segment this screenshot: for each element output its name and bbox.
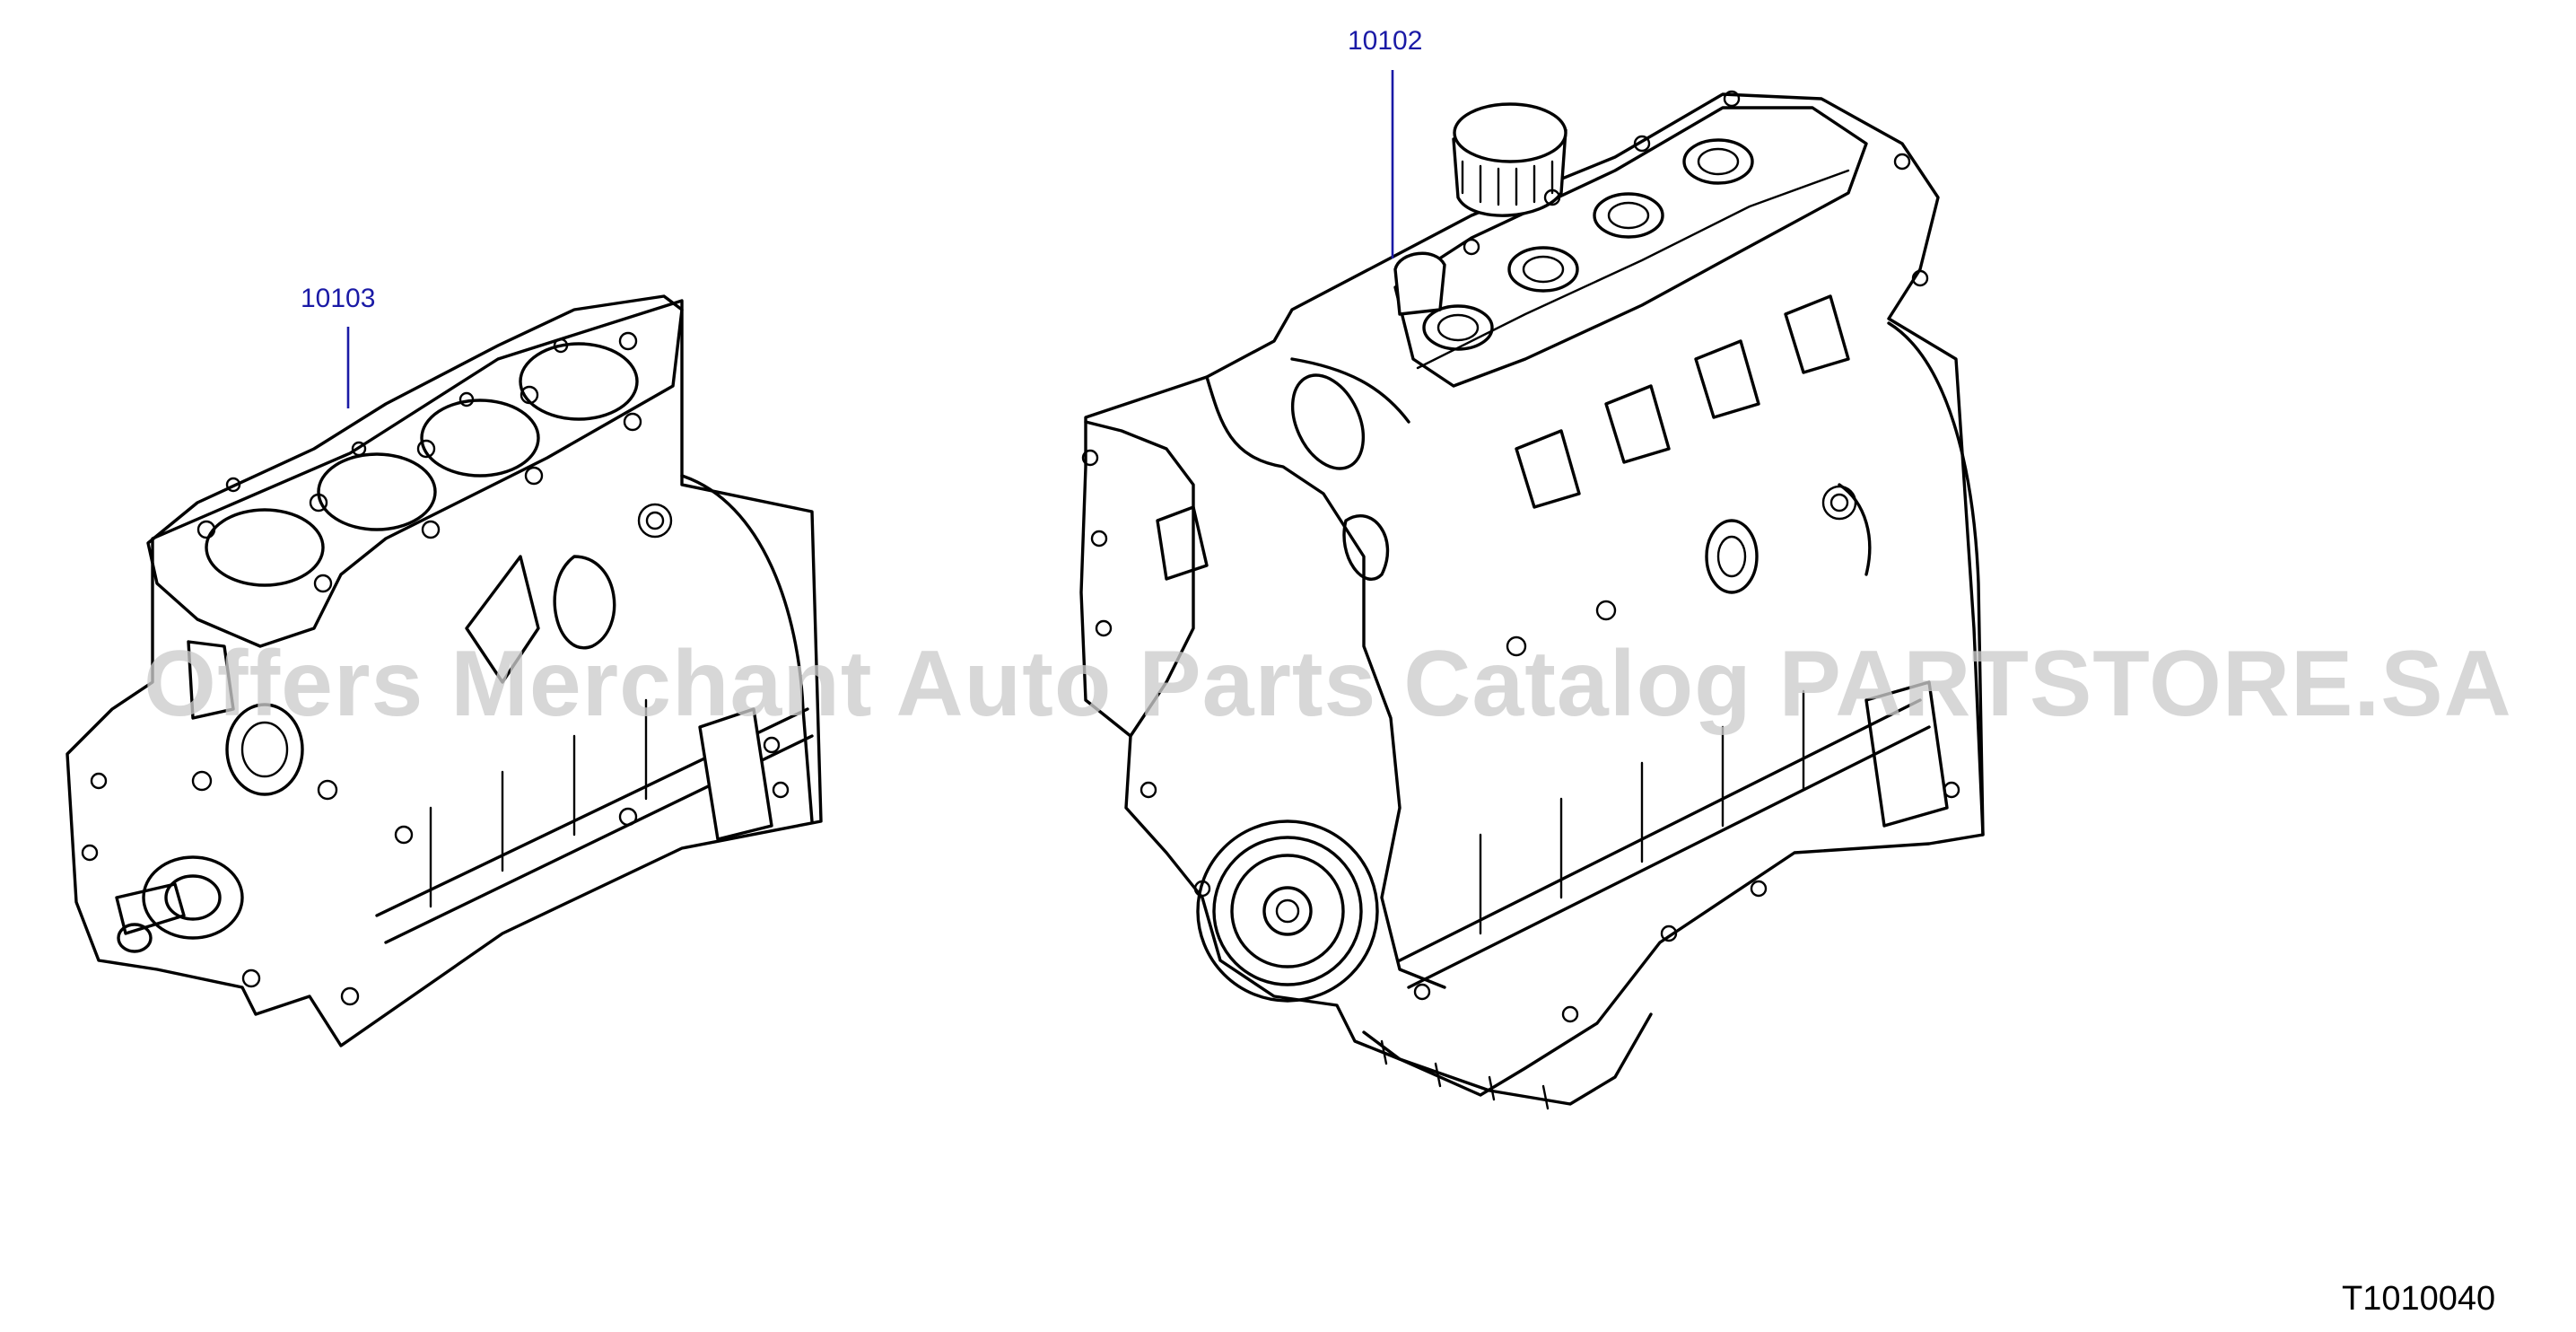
- watermark-text: Offers Merchant Auto Parts Catalog PARTS…: [144, 632, 2512, 736]
- figure-id-label: T1010040: [2342, 1280, 2496, 1318]
- short-block-drawing: [65, 294, 823, 1047]
- callout-10103-label[interactable]: 10103: [301, 284, 376, 313]
- callout-10102-label[interactable]: 10102: [1348, 26, 1423, 56]
- long-block-drawing: [1079, 90, 1985, 1110]
